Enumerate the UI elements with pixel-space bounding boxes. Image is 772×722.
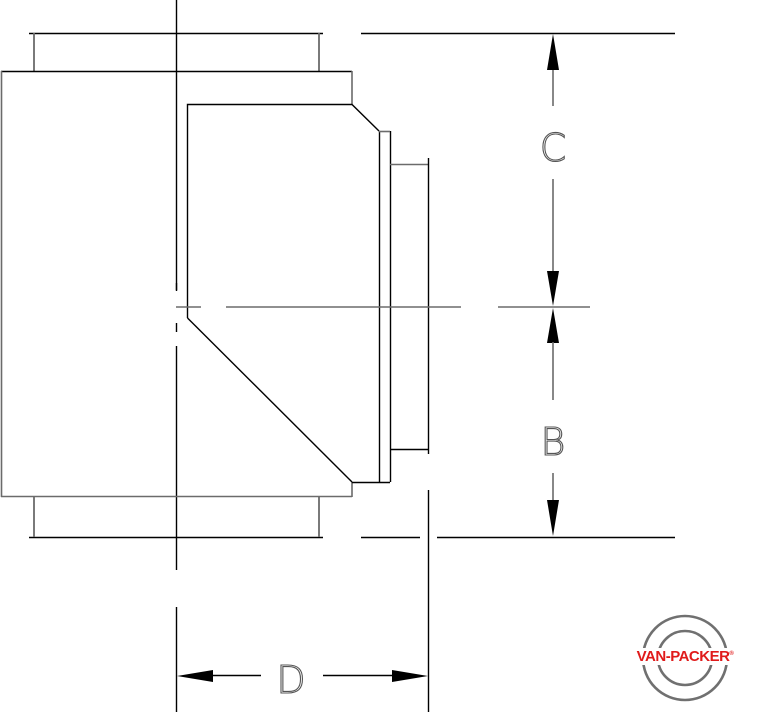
dimension-d: D xyxy=(177,657,428,703)
branch-pipe xyxy=(390,158,430,454)
bottom-collar xyxy=(29,497,323,539)
logo-wordmark: VAN-PACKER xyxy=(636,648,730,665)
main-body xyxy=(0,70,353,498)
extension-lines xyxy=(361,32,675,712)
arrow-right-icon xyxy=(392,670,428,682)
dimension-d-label: D xyxy=(276,658,305,702)
arrow-down-icon xyxy=(547,271,559,306)
dimension-c: C xyxy=(539,34,567,306)
dimension-b: B xyxy=(540,308,566,536)
van-packer-logo: VAN-PACKER® xyxy=(618,616,752,700)
arrow-up-icon xyxy=(547,308,559,343)
dimension-b-label: B xyxy=(541,420,566,464)
arrow-left-icon xyxy=(177,670,213,682)
arrow-up-icon xyxy=(547,34,559,70)
logo-text: VAN-PACKER® xyxy=(618,648,752,665)
top-collar xyxy=(29,32,323,71)
branch-outline xyxy=(186,103,390,484)
dimension-c-label: C xyxy=(540,126,567,170)
arrow-down-icon xyxy=(547,500,559,536)
registered-mark: ® xyxy=(729,651,734,657)
